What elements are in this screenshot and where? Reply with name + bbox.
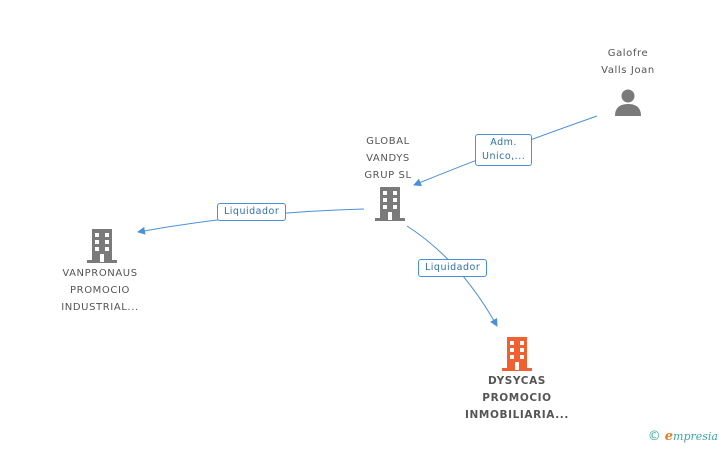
node-global-label[interactable]: GLOBAL VANDYS GRUP SL: [364, 136, 412, 181]
node-vanpronaus-label[interactable]: VANPRONAUS PROMOCIO INDUSTRIAL...: [61, 268, 139, 313]
brand-logo-initial: e: [664, 429, 674, 444]
person-icon[interactable]: [613, 88, 643, 118]
edge-label-adm[interactable]: Adm. Unico,...: [475, 134, 533, 166]
copyright-symbol: ©: [647, 429, 661, 444]
building-icon[interactable]: [86, 227, 118, 263]
brand-logo-text: mpresia: [673, 430, 718, 443]
building-icon[interactable]: [501, 335, 533, 371]
building-icon[interactable]: [374, 185, 406, 221]
node-dysycas-label[interactable]: DYSYCAS PROMOCIO INMOBILIARIA...: [465, 375, 569, 421]
node-person-label[interactable]: Galofre Valls Joan: [601, 48, 655, 76]
copyright-footer: ©empresia: [648, 429, 718, 444]
edge-label-liquidador-2[interactable]: Liquidador: [418, 259, 488, 277]
edge-label-liquidador-1[interactable]: Liquidador: [217, 203, 287, 221]
